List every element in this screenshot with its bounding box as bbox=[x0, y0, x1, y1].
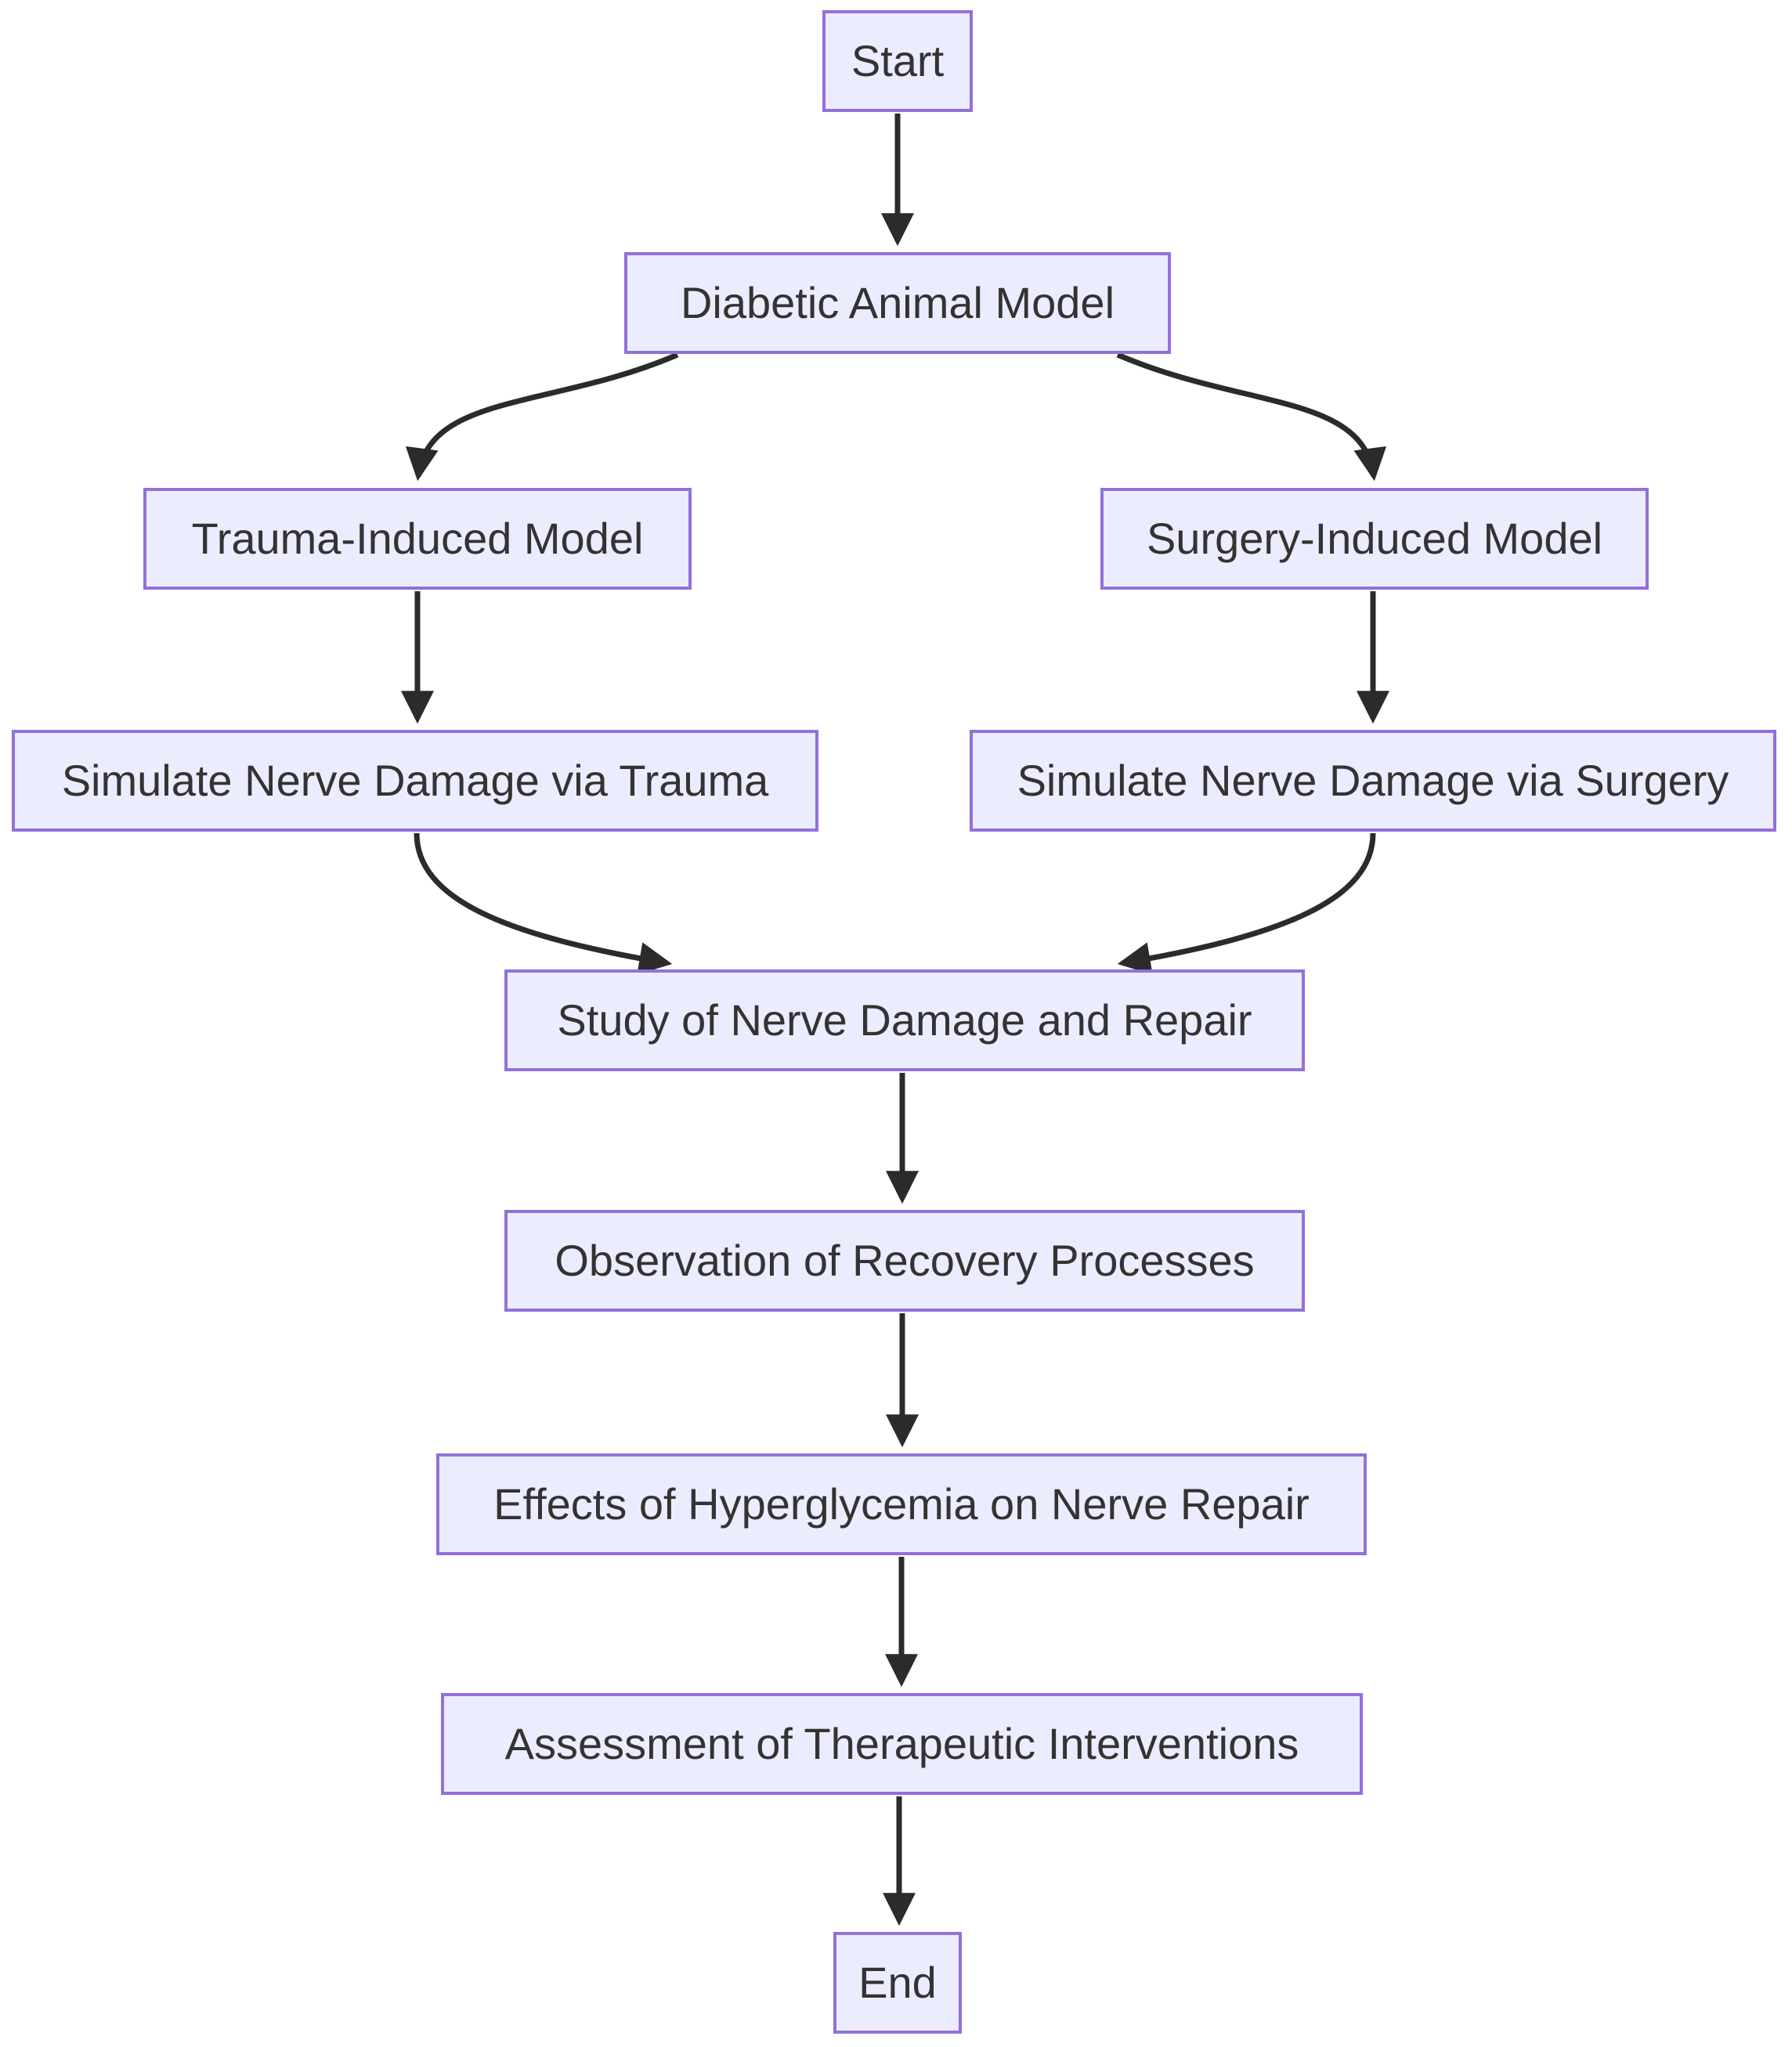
node-simulate-nerve-damage-via-trauma: Simulate Nerve Damage via Trauma bbox=[12, 730, 818, 832]
node-effects-of-hyperglycemia-on-nerve-repair: Effects of Hyperglycemia on Nerve Repair bbox=[436, 1453, 1367, 1555]
edge-simulate-trauma-to-study bbox=[414, 832, 673, 975]
node-assessment-of-therapeutic-interventions: Assessment of Therapeutic Interventions bbox=[441, 1693, 1363, 1795]
node-surgery-induced-model: Surgery-Induced Model bbox=[1100, 488, 1649, 590]
node-end: End bbox=[833, 1932, 962, 2034]
node-diabetic-animal-model: Diabetic Animal Model bbox=[624, 252, 1171, 354]
edge-diabetic-to-surgery bbox=[1116, 352, 1387, 482]
node-start: Start bbox=[822, 10, 973, 112]
node-simulate-nerve-damage-via-surgery: Simulate Nerve Damage via Surgery bbox=[970, 730, 1776, 832]
edge-diabetic-to-trauma bbox=[405, 352, 679, 482]
edge-simulate-surgery-to-study bbox=[1117, 832, 1376, 975]
node-trauma-induced-model: Trauma-Induced Model bbox=[143, 488, 692, 590]
node-study-of-nerve-damage-and-repair: Study of Nerve Damage and Repair bbox=[504, 969, 1305, 1071]
node-observation-of-recovery-processes: Observation of Recovery Processes bbox=[504, 1210, 1305, 1312]
